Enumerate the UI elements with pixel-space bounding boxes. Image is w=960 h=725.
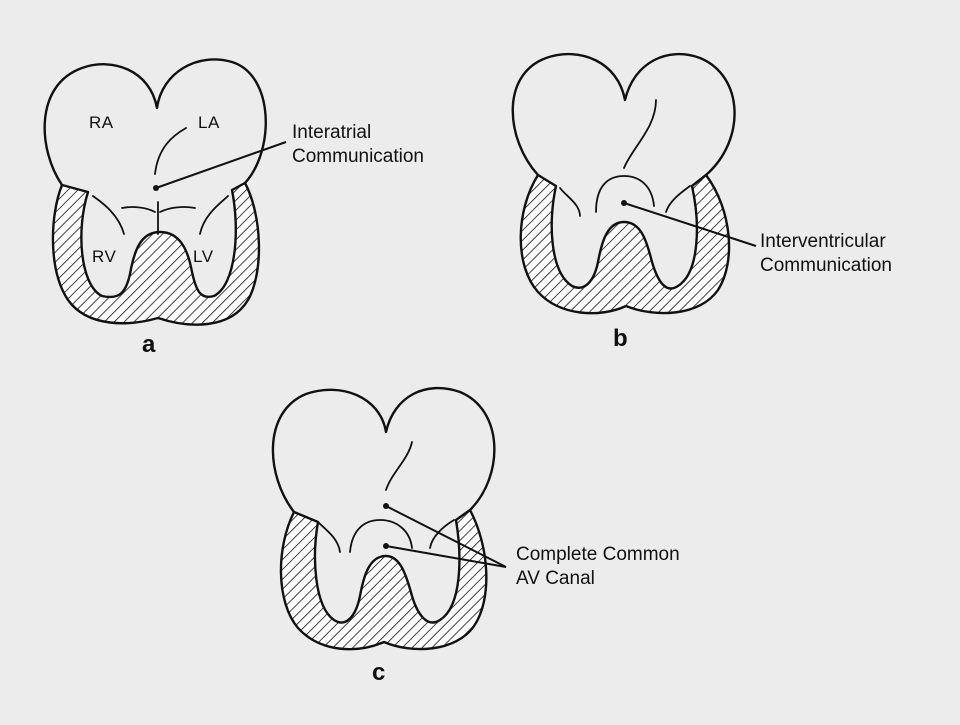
panel-b: Interventricular Communication b [511,52,892,352]
panel-b-septal-arch [595,175,655,213]
panel-a-atria-outline [43,58,267,187]
panel-a-label-rv: RV [92,247,116,266]
panel-a: RA LA RV LV Interatrial Communication a [43,58,424,358]
panel-a-av-valve-right [159,206,196,213]
panel-b-ventricle-wall [519,173,731,315]
panel-c-callout-line1: Complete Common [516,544,680,565]
panel-a-label-ra: RA [89,113,114,132]
panel-b-atrial-septum [623,99,657,169]
panel-a-label-la: LA [198,113,220,132]
panel-b-atria-outline [511,52,736,177]
panel-c-atria-outline [271,386,496,514]
panel-c: Complete Common AV Canal c [271,386,680,686]
panel-a-callout-line1: Interatrial [292,122,371,143]
panel-c-letter: c [372,659,385,686]
panel-a-atrial-septum [154,127,187,175]
panel-b-letter: b [613,325,628,352]
panel-c-leader-line-upper [385,505,507,568]
panel-a-label-lv: LV [193,247,214,266]
panel-b-rv-curve [559,187,581,217]
panel-a-leader-line [155,141,287,189]
panel-a-letter: a [142,331,156,358]
panel-a-ventricle-wall [51,181,261,326]
panel-a-callout-line2: Communication [292,146,424,167]
panel-b-lv-curve [665,185,691,213]
panel-c-leader-line-lower [385,545,507,568]
panel-a-rv-curve [92,195,125,235]
panel-a-av-valve-left [121,206,156,213]
panel-b-callout-line2: Communication [760,255,892,276]
panel-b-callout-line1: Interventricular [760,231,886,252]
panel-c-septal-arch [349,519,413,553]
panel-c-atrial-septum [385,441,413,491]
panel-a-lv-curve [199,195,229,235]
panel-c-ventricle-wall [279,508,488,651]
panel-c-callout-line2: AV Canal [516,568,595,589]
panel-c-rv-curve [317,521,341,553]
panel-b-leader-line [623,202,757,247]
panel-c-lv-curve [429,519,455,549]
